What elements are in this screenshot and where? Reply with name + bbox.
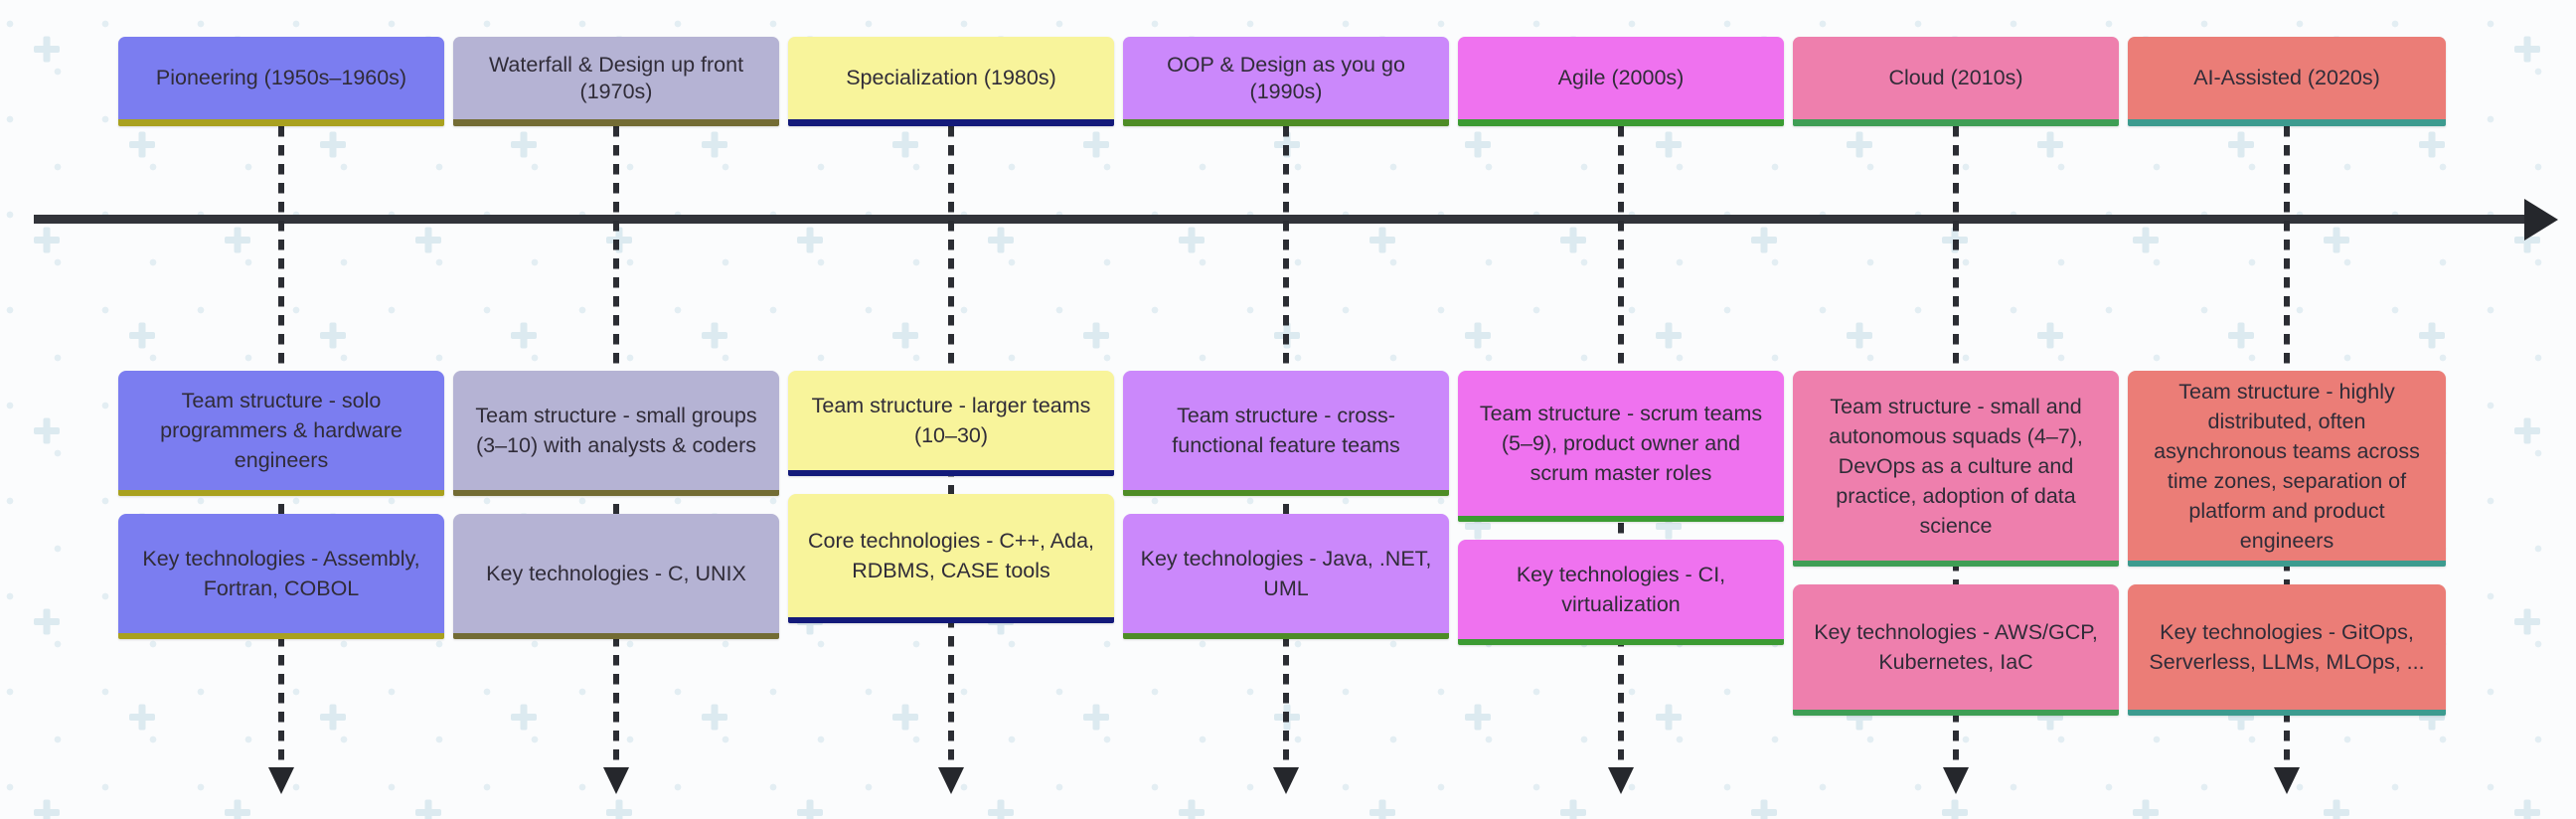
era-card-ai-assisted-2[interactable]: Key technologies - GitOps, Serverless, L… — [2128, 584, 2446, 716]
era-card-agile-2[interactable]: Key technologies - CI, virtualization — [1458, 540, 1784, 645]
era-card-oop-1[interactable]: Team structure - cross-functional featur… — [1123, 371, 1449, 496]
era-column-waterfall: Waterfall & Design up front (1970s) Team … — [453, 0, 779, 819]
era-header-oop[interactable]: OOP & Design as you go (1990s) — [1123, 37, 1449, 126]
era-column-ai-assisted: AI-Assisted (2020s) Team structure - high… — [2128, 0, 2446, 819]
era-card-waterfall-2[interactable]: Key technologies - C, UNIX — [453, 514, 779, 639]
era-card-cloud-2[interactable]: Key technologies - AWS/GCP, Kubernetes, … — [1793, 584, 2119, 716]
era-card-cloud-1[interactable]: Team structure - small and autonomous sq… — [1793, 371, 2119, 567]
era-connector-arrowhead — [268, 767, 294, 794]
era-connector-arrowhead — [1943, 767, 1969, 794]
era-card-pioneering-1[interactable]: Team structure - solo programmers & hard… — [118, 371, 444, 496]
era-card-ai-assisted-1[interactable]: Team structure - highly distributed, oft… — [2128, 371, 2446, 567]
era-column-agile: Agile (2000s) Team structure - scrum team… — [1458, 0, 1784, 819]
era-card-waterfall-1[interactable]: Team structure - small groups (3–10) wit… — [453, 371, 779, 496]
era-connector-arrowhead — [1273, 767, 1299, 794]
era-card-specialization-1[interactable]: Team structure - larger teams (10–30) — [788, 371, 1114, 476]
era-column-oop: OOP & Design as you go (1990s) Team struc… — [1123, 0, 1449, 819]
era-header-specialization[interactable]: Specialization (1980s) — [788, 37, 1114, 126]
era-card-pioneering-2[interactable]: Key technologies - Assembly, Fortran, CO… — [118, 514, 444, 639]
era-header-waterfall[interactable]: Waterfall & Design up front (1970s) — [453, 37, 779, 126]
timeline-axis-arrowhead — [2524, 199, 2558, 241]
era-column-specialization: Specialization (1980s) Team structure - l… — [788, 0, 1114, 819]
era-card-specialization-2[interactable]: Core technologies - C++, Ada, RDBMS, CAS… — [788, 494, 1114, 623]
era-column-cloud: Cloud (2010s) Team structure - small and … — [1793, 0, 2119, 819]
era-column-pioneering: Pioneering (1950s–1960s) Team structure -… — [118, 0, 444, 819]
era-header-ai-assisted[interactable]: AI-Assisted (2020s) — [2128, 37, 2446, 126]
era-card-agile-1[interactable]: Team structure - scrum teams (5–9), prod… — [1458, 371, 1784, 522]
era-connector-arrowhead — [938, 767, 964, 794]
era-header-agile[interactable]: Agile (2000s) — [1458, 37, 1784, 126]
era-header-cloud[interactable]: Cloud (2010s) — [1793, 37, 2119, 126]
era-header-pioneering[interactable]: Pioneering (1950s–1960s) — [118, 37, 444, 126]
era-card-oop-2[interactable]: Key technologies - Java, .NET, UML — [1123, 514, 1449, 639]
era-connector-arrowhead — [603, 767, 629, 794]
era-connector-arrowhead — [2274, 767, 2300, 794]
era-connector-arrowhead — [1608, 767, 1634, 794]
